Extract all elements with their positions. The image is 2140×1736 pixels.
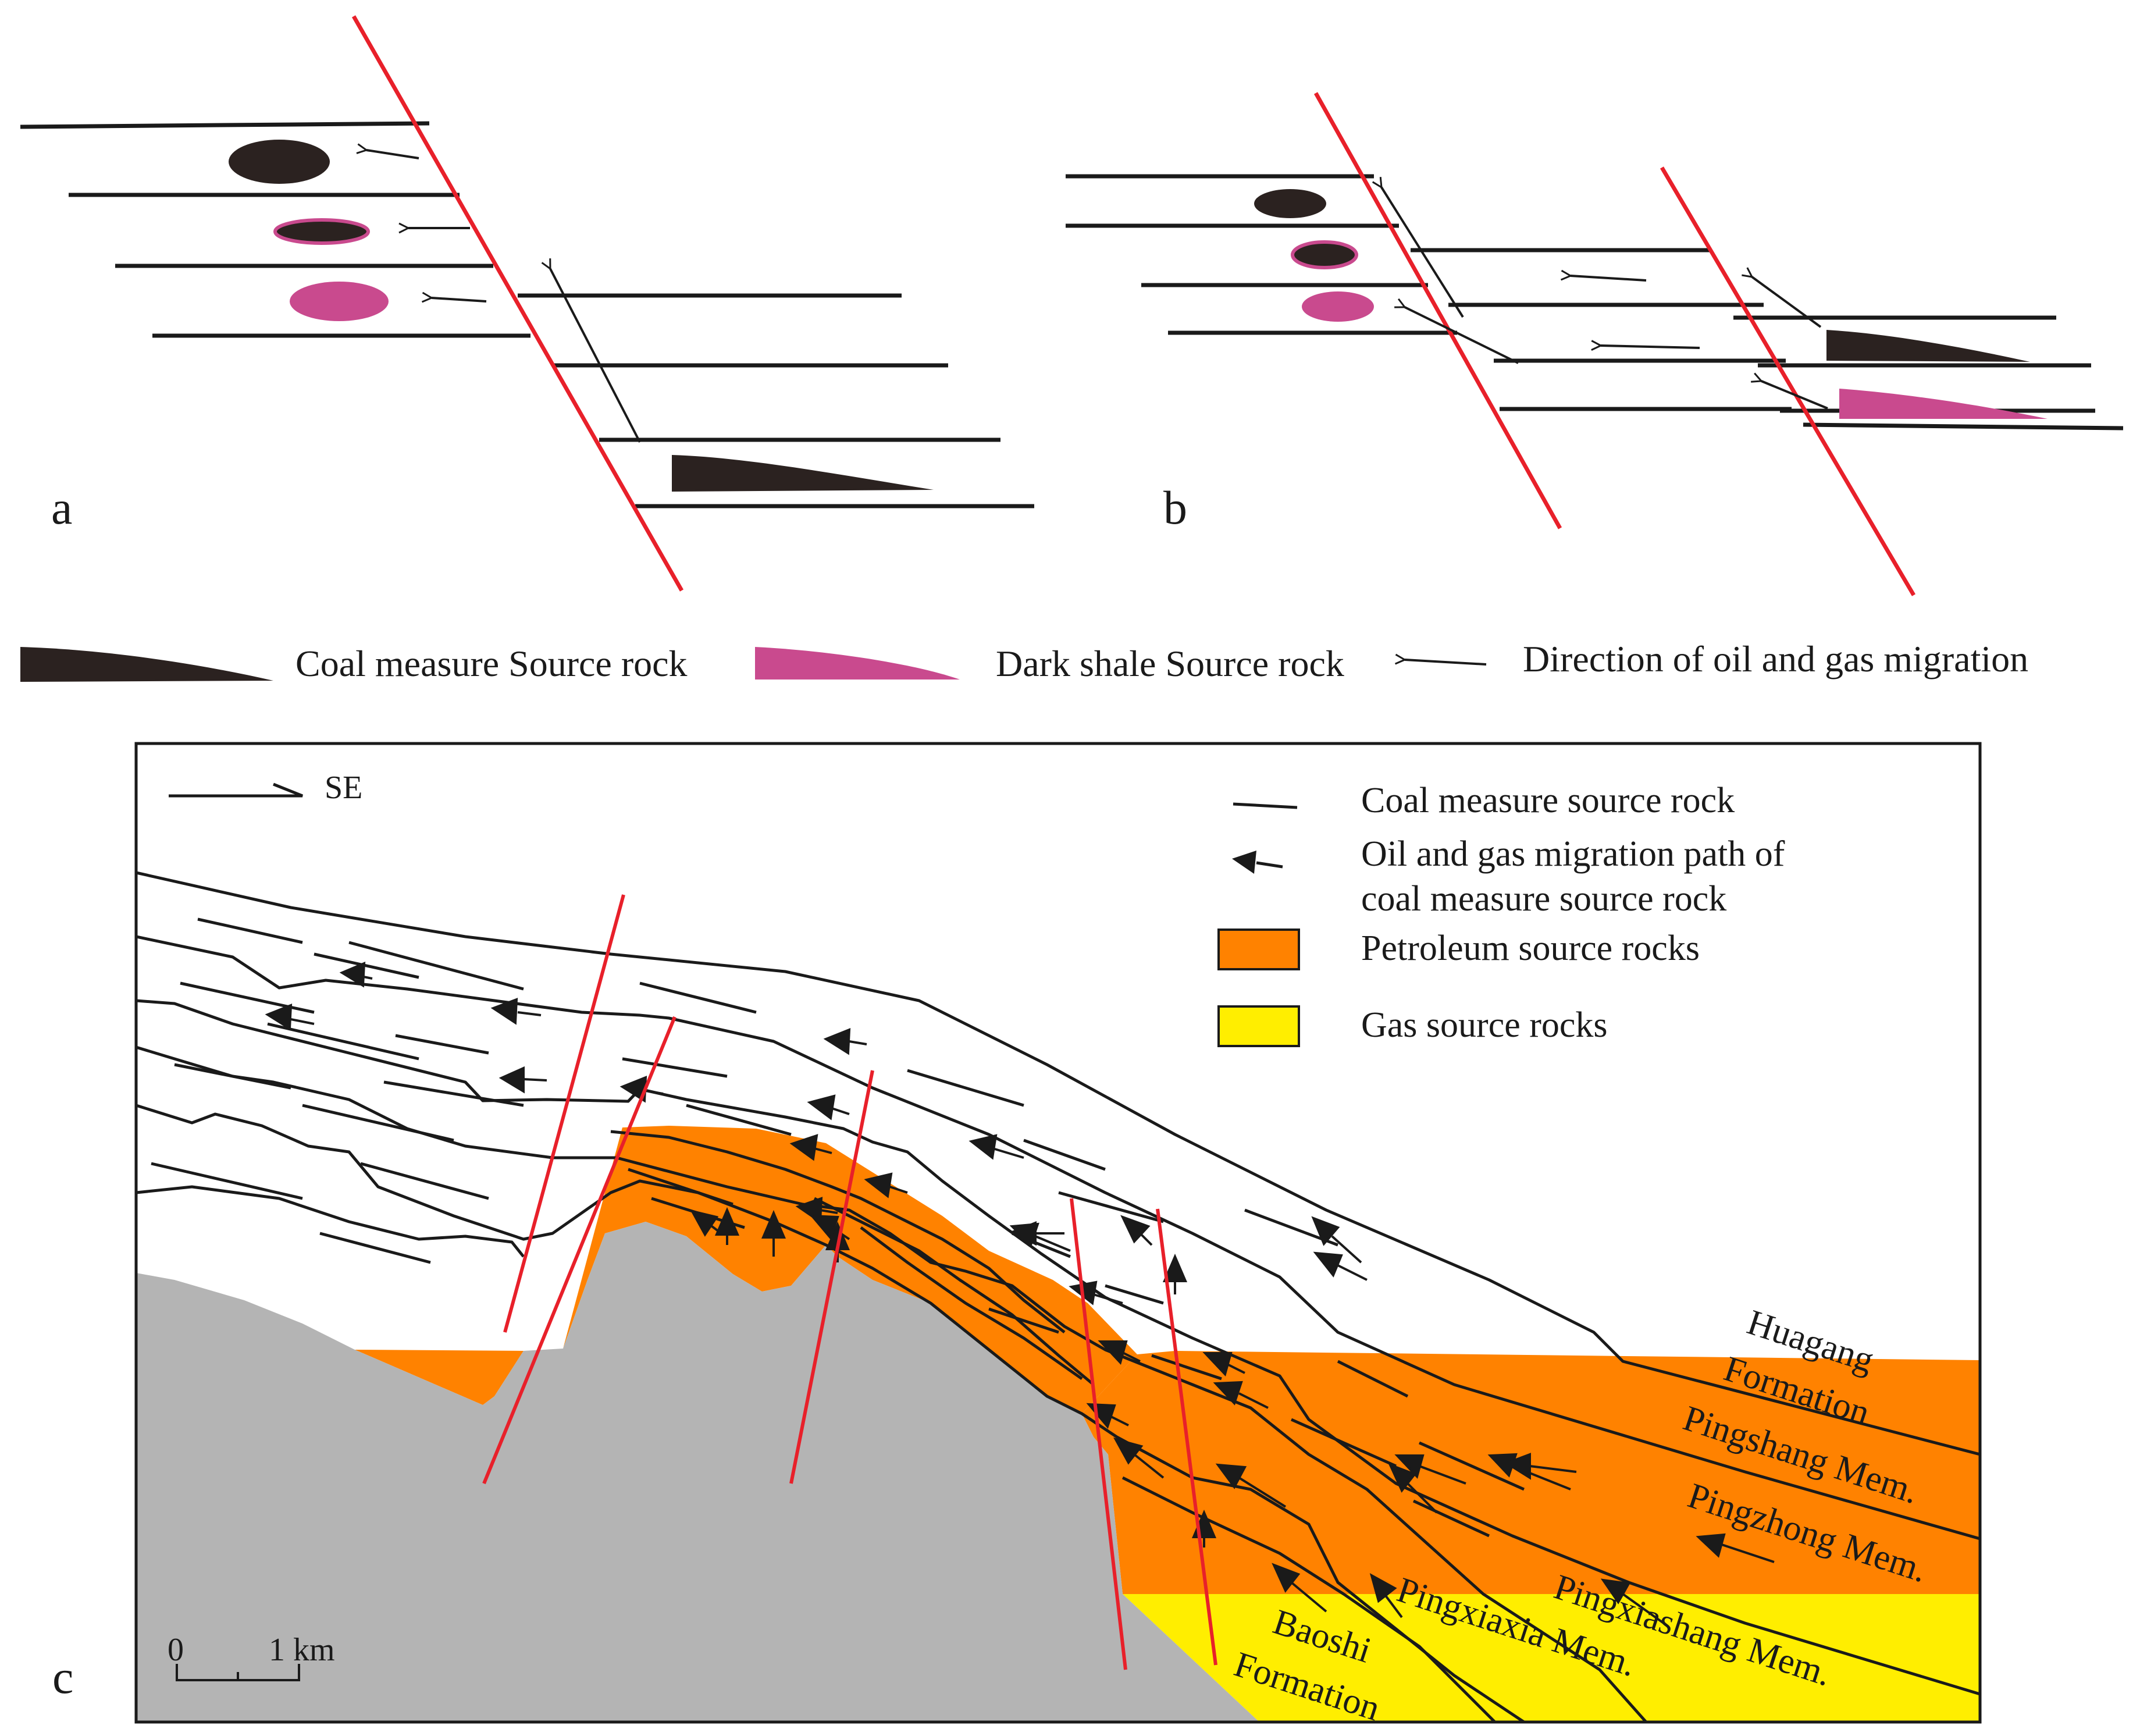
migration-arrow <box>795 1197 838 1224</box>
panel-c-faults <box>482 894 1217 1670</box>
cross-section <box>136 871 1980 1722</box>
panel-a-strata <box>20 121 1034 508</box>
migration-arrow <box>968 1134 1024 1160</box>
migration-arrow <box>1215 1463 1287 1508</box>
panel-c-label: c <box>52 1650 73 1703</box>
migration-arrow <box>1272 1563 1327 1613</box>
coal-source-wedge-icon <box>672 455 934 492</box>
gas-source-legend-label: Gas source rocks <box>1361 1005 1608 1045</box>
migration-arrow <box>690 1209 722 1237</box>
panel-b-label: b <box>1163 481 1187 534</box>
panel-c: SE Coal measure source rock Oil and gas … <box>134 742 1982 1728</box>
petroleum-source-pocket <box>355 1350 524 1405</box>
migration-arrow <box>1504 1453 1577 1480</box>
panel-a: a <box>20 15 1034 592</box>
coal-measure-legend-icon <box>20 647 273 682</box>
migration-arrow <box>1369 1573 1403 1618</box>
migration-arrow <box>761 1209 786 1257</box>
migration-arrow <box>498 1066 547 1094</box>
migration-arrow <box>1202 1352 1245 1376</box>
coal-source-legend-icon <box>1233 802 1298 809</box>
migration-path-arrows <box>265 961 1775 1624</box>
panel-b-migration-arrows <box>1381 187 1828 410</box>
panel-b-fault-1 <box>1313 92 1562 529</box>
migration-arrow <box>1113 1437 1165 1479</box>
migration-arrow <box>339 961 373 988</box>
migration-arrow <box>1213 1381 1269 1409</box>
panel-b-fault-2 <box>1660 166 1916 596</box>
migration-arrow <box>823 1027 867 1055</box>
coal-source-legend-label: Coal measure source rock <box>1361 781 1735 820</box>
gas-source-legend-swatch <box>1217 1005 1300 1047</box>
migration-arrow <box>490 998 542 1025</box>
scale-one-km: 1 km <box>269 1632 335 1668</box>
basement <box>136 1222 1259 1722</box>
panel-a-label: a <box>51 481 72 534</box>
mixed-reservoir-icon <box>1291 240 1358 269</box>
petroleum-source-legend-label: Petroleum source rocks <box>1361 929 1700 968</box>
strata-lines <box>136 871 1980 1722</box>
migration-arrow <box>714 1207 740 1245</box>
shale-reservoir-icon <box>1302 291 1374 322</box>
migration-arrow <box>1120 1215 1153 1246</box>
migration-arrow <box>789 1134 832 1161</box>
dark-shale-legend-label: Dark shale Source rock <box>996 643 1344 684</box>
migration-arrow <box>1388 1463 1438 1514</box>
migration-direction-legend-icon <box>1405 660 1487 666</box>
coal-reservoir-icon <box>1254 189 1326 218</box>
se-direction-label: SE <box>325 770 362 806</box>
dark-shale-legend-icon <box>755 647 960 680</box>
panel-c-frame <box>134 742 1982 1724</box>
migration-arrow <box>1311 1216 1362 1264</box>
coal-reservoir-icon <box>229 140 330 184</box>
shale-reservoir-icon <box>290 282 389 321</box>
migration-path-legend-label-1: Oil and gas migration path of <box>1361 834 1785 874</box>
panel-b-strata <box>1066 174 2124 431</box>
migration-arrow <box>807 1094 850 1120</box>
migration-arrow <box>1098 1340 1141 1365</box>
migration-path-legend-icon <box>1232 851 1283 874</box>
petroleum-source-legend-swatch <box>1217 929 1300 970</box>
migration-arrow <box>1696 1533 1775 1563</box>
shale-source-wedge-icon <box>1839 389 2048 419</box>
scale-bar: 0 1 km <box>168 1632 335 1681</box>
coal-measure-dashes <box>151 917 1525 1538</box>
mixed-reservoir-icon <box>273 218 370 245</box>
migration-arrow <box>1009 1221 1064 1246</box>
migration-arrow <box>1162 1253 1188 1294</box>
top-legend: Coal measure Source rock Dark shale Sour… <box>20 638 2028 684</box>
migration-arrow <box>864 1172 908 1198</box>
scale-zero: 0 <box>168 1632 184 1668</box>
migration-arrow <box>265 1003 315 1031</box>
petroleum-source-layer-west <box>563 1126 1137 1414</box>
se-direction-icon <box>169 782 303 798</box>
migration-path-legend-label-2: coal measure source rock <box>1361 879 1726 919</box>
panel-a-fault <box>351 15 684 592</box>
migration-arrow <box>1394 1454 1466 1485</box>
panel-b: b <box>1066 92 2124 596</box>
gas-source-layer <box>1123 1594 1980 1722</box>
migration-arrow <box>1600 1578 1665 1624</box>
panel-a-migration-arrows <box>366 150 641 443</box>
migration-arrow <box>1313 1251 1368 1281</box>
migration-direction-legend-label: Direction of oil and gas migration <box>1523 638 2028 680</box>
coal-source-wedge-icon <box>1826 330 2030 362</box>
coal-measure-legend-label: Coal measure Source rock <box>295 643 688 684</box>
